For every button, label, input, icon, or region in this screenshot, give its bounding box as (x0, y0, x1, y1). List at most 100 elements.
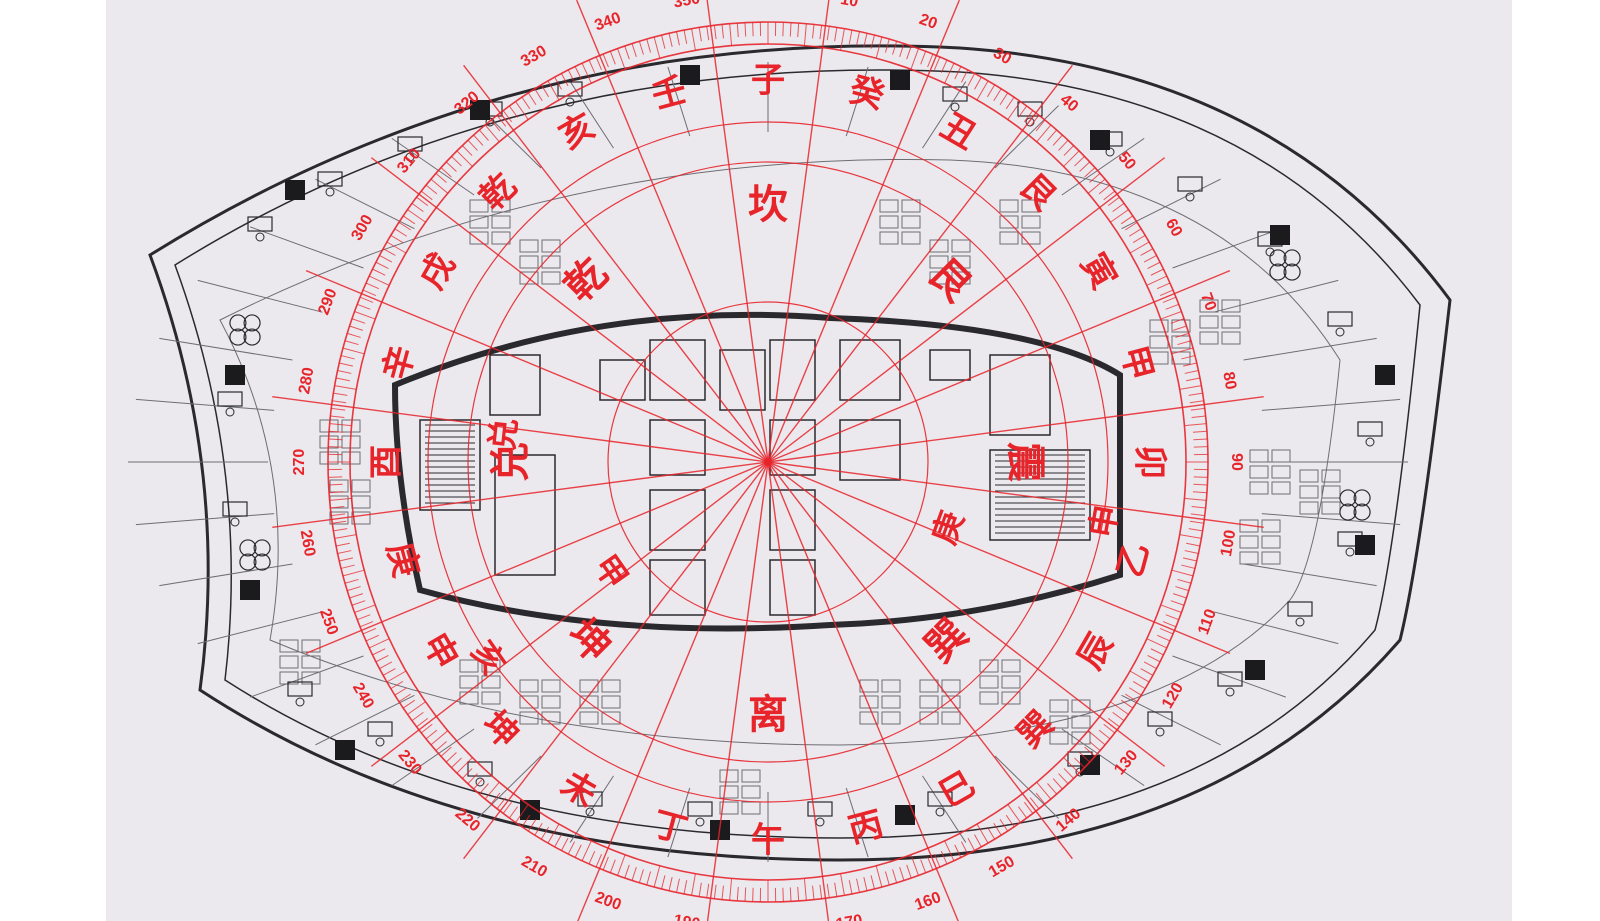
compass-tick (335, 542, 350, 547)
compass-tick (540, 826, 550, 840)
desk (1171, 351, 1191, 365)
compass-tick (1147, 261, 1161, 270)
office-wall (1261, 513, 1401, 526)
desk (1249, 449, 1269, 463)
compass-tick (617, 854, 626, 876)
office-chair (225, 407, 235, 417)
structural-column (225, 365, 245, 385)
office-desk (1177, 176, 1203, 192)
compass-tick (407, 209, 426, 223)
office-wall (922, 775, 967, 843)
compass-tick (789, 887, 792, 902)
desk (351, 511, 371, 525)
compass-tick (1179, 534, 1202, 539)
desk (1261, 535, 1281, 549)
desk (279, 655, 299, 669)
office-chair (1155, 727, 1165, 737)
desk (541, 271, 561, 285)
structural-column (1245, 660, 1265, 680)
compass-tick (340, 564, 355, 569)
desk (1199, 331, 1219, 345)
compass-tick (1110, 701, 1129, 715)
compass-tick (848, 29, 853, 44)
core-room (599, 359, 646, 401)
structural-column (1355, 535, 1375, 555)
degree-label: 90 (1228, 453, 1245, 471)
office-wall (391, 728, 475, 787)
compass-tick (706, 26, 710, 41)
compass-tick (1058, 139, 1069, 151)
compass-tick (588, 59, 596, 74)
compass-tick (335, 377, 350, 382)
compass-tick (933, 853, 941, 868)
compass-tick (1177, 340, 1192, 346)
compass-tick (1189, 400, 1204, 404)
compass-tick (375, 261, 389, 270)
compass-tick (349, 593, 364, 599)
sector-line (706, 461, 769, 921)
desk (519, 271, 539, 285)
compass-tick (1129, 670, 1150, 683)
building-core (419, 339, 1091, 616)
trigram-label: 兑 (488, 442, 534, 482)
desk (319, 451, 339, 465)
compass-tick (1162, 296, 1177, 303)
inner-facade (174, 69, 1421, 839)
compass-tick (638, 41, 644, 55)
compass-tick (1129, 228, 1142, 237)
compass-tick (683, 29, 688, 44)
compass-tick (588, 850, 596, 865)
office-wall (197, 611, 323, 645)
compass-tick (609, 51, 616, 65)
compass-tick (892, 869, 898, 883)
compass-tick (1147, 654, 1161, 663)
compass-tick (390, 234, 404, 244)
office-desk (557, 81, 583, 97)
desk (901, 199, 921, 213)
desk (941, 711, 961, 725)
office-desk (467, 761, 493, 777)
sector-line (463, 461, 769, 860)
sector-line (272, 396, 769, 463)
office-wall (1172, 226, 1286, 269)
compass-tick (386, 670, 407, 683)
compass-tick (826, 26, 830, 41)
office-wall (159, 563, 293, 587)
compass-tick (1177, 578, 1192, 584)
compass-tick (430, 178, 449, 194)
office-wall (1213, 611, 1339, 645)
compass-tick (332, 520, 347, 524)
compass-tick (1089, 172, 1101, 183)
compass-ring (607, 301, 929, 623)
desk (1221, 315, 1241, 329)
meeting-table (239, 553, 257, 571)
compass-tick (328, 483, 343, 486)
compass-tick (490, 119, 501, 132)
structural-column (895, 805, 915, 825)
overlay-label: 申 (1083, 502, 1126, 540)
office-wall (250, 655, 364, 698)
desk (1199, 315, 1219, 329)
desk (879, 231, 899, 245)
desk (519, 711, 539, 725)
compass-tick (840, 28, 845, 51)
compass-tick (1063, 145, 1075, 156)
compass-tick (382, 248, 396, 256)
compass-tick (927, 53, 934, 68)
compass-tick (706, 883, 710, 898)
compass-tick (920, 51, 927, 65)
compass-tick (870, 34, 875, 49)
desk (1261, 551, 1281, 565)
office-desk (217, 391, 243, 407)
structural-column (285, 180, 305, 200)
compass-tick (940, 850, 948, 865)
compass-tick (375, 654, 389, 663)
compass-tick (999, 819, 1009, 832)
compass-tick (834, 27, 838, 42)
office-desk (397, 136, 423, 152)
compass-tick (803, 23, 807, 46)
compass-tick (1143, 661, 1157, 670)
compass-tick (1125, 221, 1138, 231)
desk (901, 215, 921, 229)
compass-tick (1079, 752, 1091, 763)
